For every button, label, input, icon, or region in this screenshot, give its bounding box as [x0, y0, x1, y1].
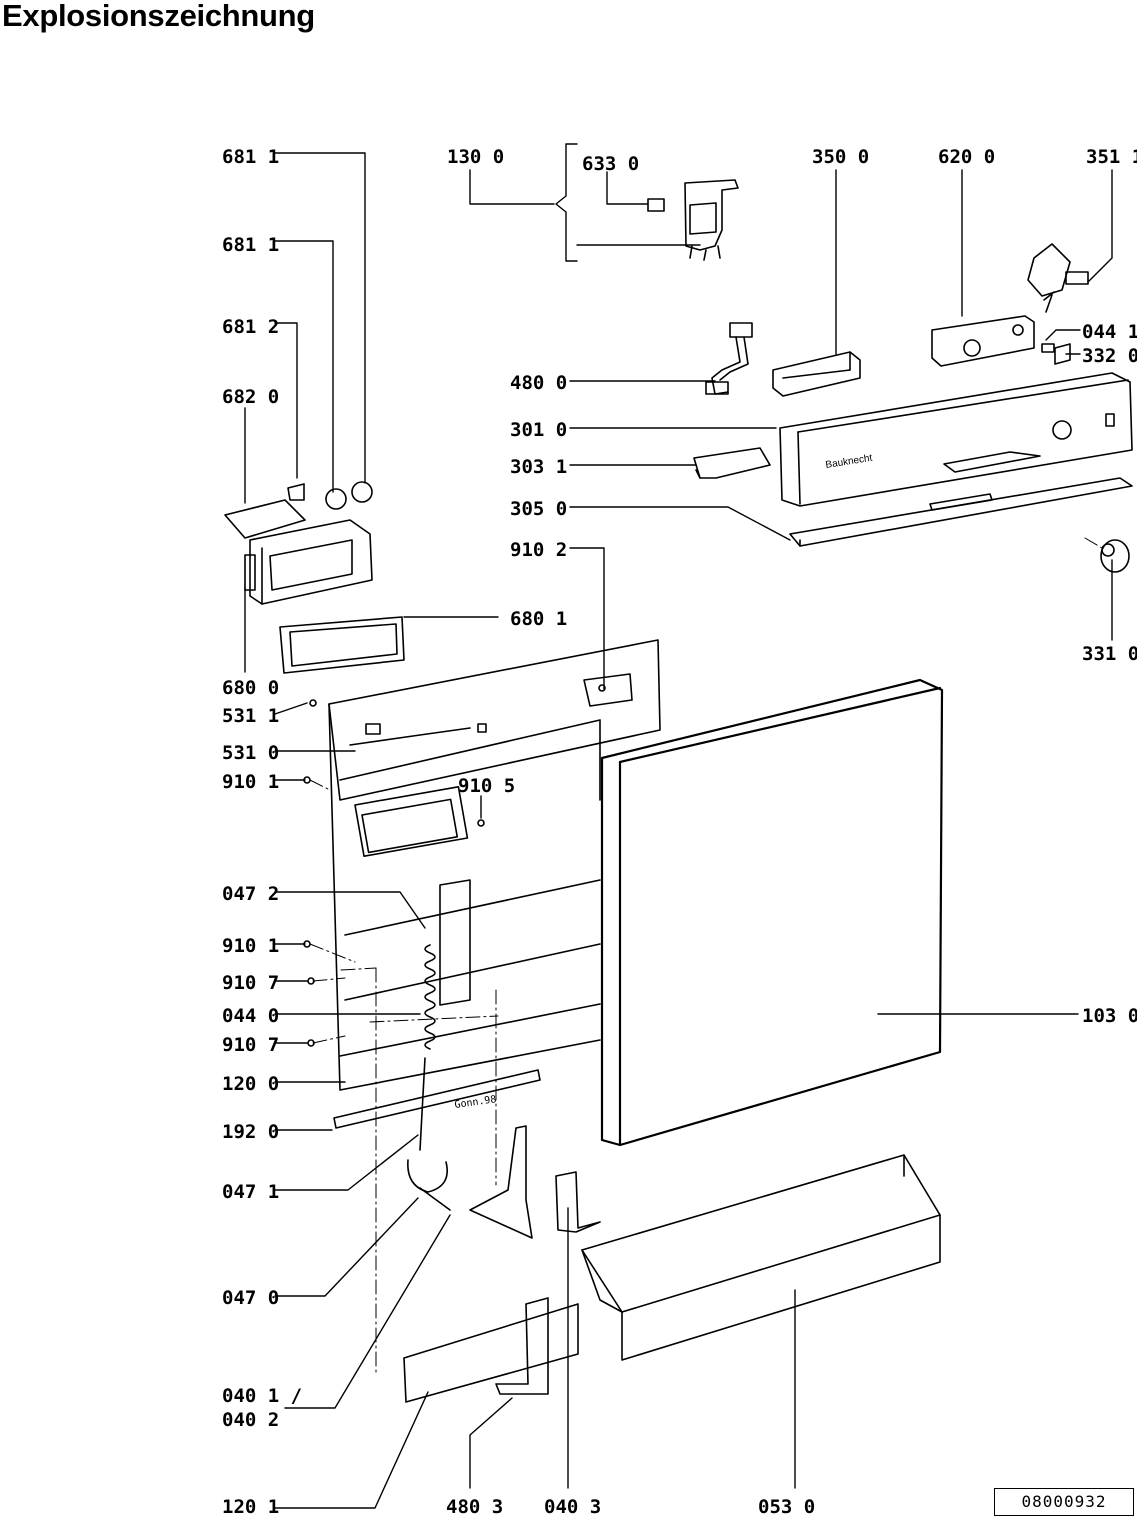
control-panel-part [779, 372, 1133, 507]
label-120-0: 120 0 [222, 1073, 279, 1095]
label-910-1-b: 910 1 [222, 935, 279, 957]
label-680-0: 680 0 [222, 677, 279, 699]
gasket-part [279, 616, 405, 674]
label-305-0: 305 0 [510, 498, 567, 520]
label-047-1: 047 1 [222, 1181, 279, 1203]
label-480-3: 480 3 [446, 1496, 503, 1516]
label-480-0: 480 0 [510, 372, 567, 394]
leader-lines [244, 143, 1113, 1509]
label-531-0: 531 0 [222, 742, 279, 764]
knob-part [1100, 539, 1130, 573]
label-620-0: 620 0 [938, 146, 995, 168]
label-047-0: 047 0 [222, 1287, 279, 1309]
kick-plate-part [581, 1154, 941, 1361]
panel-strip-part [789, 477, 1133, 547]
label-130-0: 130 0 [447, 146, 504, 168]
label-350-0: 350 0 [812, 146, 869, 168]
label-680-1: 680 1 [510, 608, 567, 630]
label-103-0: 103 0 [1082, 1005, 1137, 1027]
door-panel-part [600, 678, 944, 1147]
spring-part [1041, 343, 1071, 365]
label-351-1: 351 1 [1086, 146, 1137, 168]
alignment-lines [309, 537, 1103, 1373]
label-910-2: 910 2 [510, 539, 567, 561]
label-044-1: 044 1 [1082, 321, 1137, 343]
inner-door-part [328, 639, 661, 1091]
stamp-mark: Gonn.98 [454, 1094, 497, 1111]
shaft-detail-part [1027, 243, 1089, 313]
label-681-2: 681 2 [222, 316, 279, 338]
label-044-0: 044 0 [222, 1005, 279, 1027]
brand-logo: Bauknecht [825, 453, 874, 471]
dispenser-part [224, 481, 373, 605]
label-040-1: 040 1 / [222, 1385, 302, 1407]
label-681-1-a: 681 1 [222, 146, 279, 168]
wiring-harness-part [705, 322, 753, 395]
label-303-1: 303 1 [510, 456, 567, 478]
label-040-2: 040 2 [222, 1409, 279, 1431]
part-labels: 681 1 681 1 681 2 682 0 680 0 680 1 130 … [222, 146, 1137, 1516]
label-910-7-b: 910 7 [222, 1034, 279, 1056]
label-120-1: 120 1 [222, 1496, 279, 1516]
label-040-3: 040 3 [544, 1496, 601, 1516]
rail-part [333, 1069, 541, 1129]
screws [303, 699, 485, 1047]
button-bar-part [693, 447, 771, 479]
lower-strip-part [403, 1297, 579, 1403]
label-531-1: 531 1 [222, 705, 279, 727]
label-682-0: 682 0 [222, 386, 279, 408]
label-047-2: 047 2 [222, 883, 279, 905]
label-301-0: 301 0 [510, 419, 567, 441]
label-053-0: 053 0 [758, 1496, 815, 1516]
label-633-0: 633 0 [582, 153, 639, 175]
label-681-1-b: 681 1 [222, 234, 279, 256]
hinge-part [407, 1125, 601, 1239]
electronic-module-part [772, 351, 861, 397]
door-spring-part [419, 944, 436, 1151]
programmer-part [931, 315, 1035, 367]
page-title: Explosionszeichnung [2, 0, 315, 33]
door-lock-part [647, 179, 739, 261]
label-910-1-a: 910 1 [222, 771, 279, 793]
label-910-7-a: 910 7 [222, 972, 279, 994]
label-910-5: 910 5 [458, 775, 515, 797]
label-192-0: 192 0 [222, 1121, 279, 1143]
document-number: 08000932 [994, 1488, 1134, 1516]
label-331-0: 331 0 [1082, 643, 1137, 665]
label-332-0: 332 0 [1082, 345, 1137, 367]
